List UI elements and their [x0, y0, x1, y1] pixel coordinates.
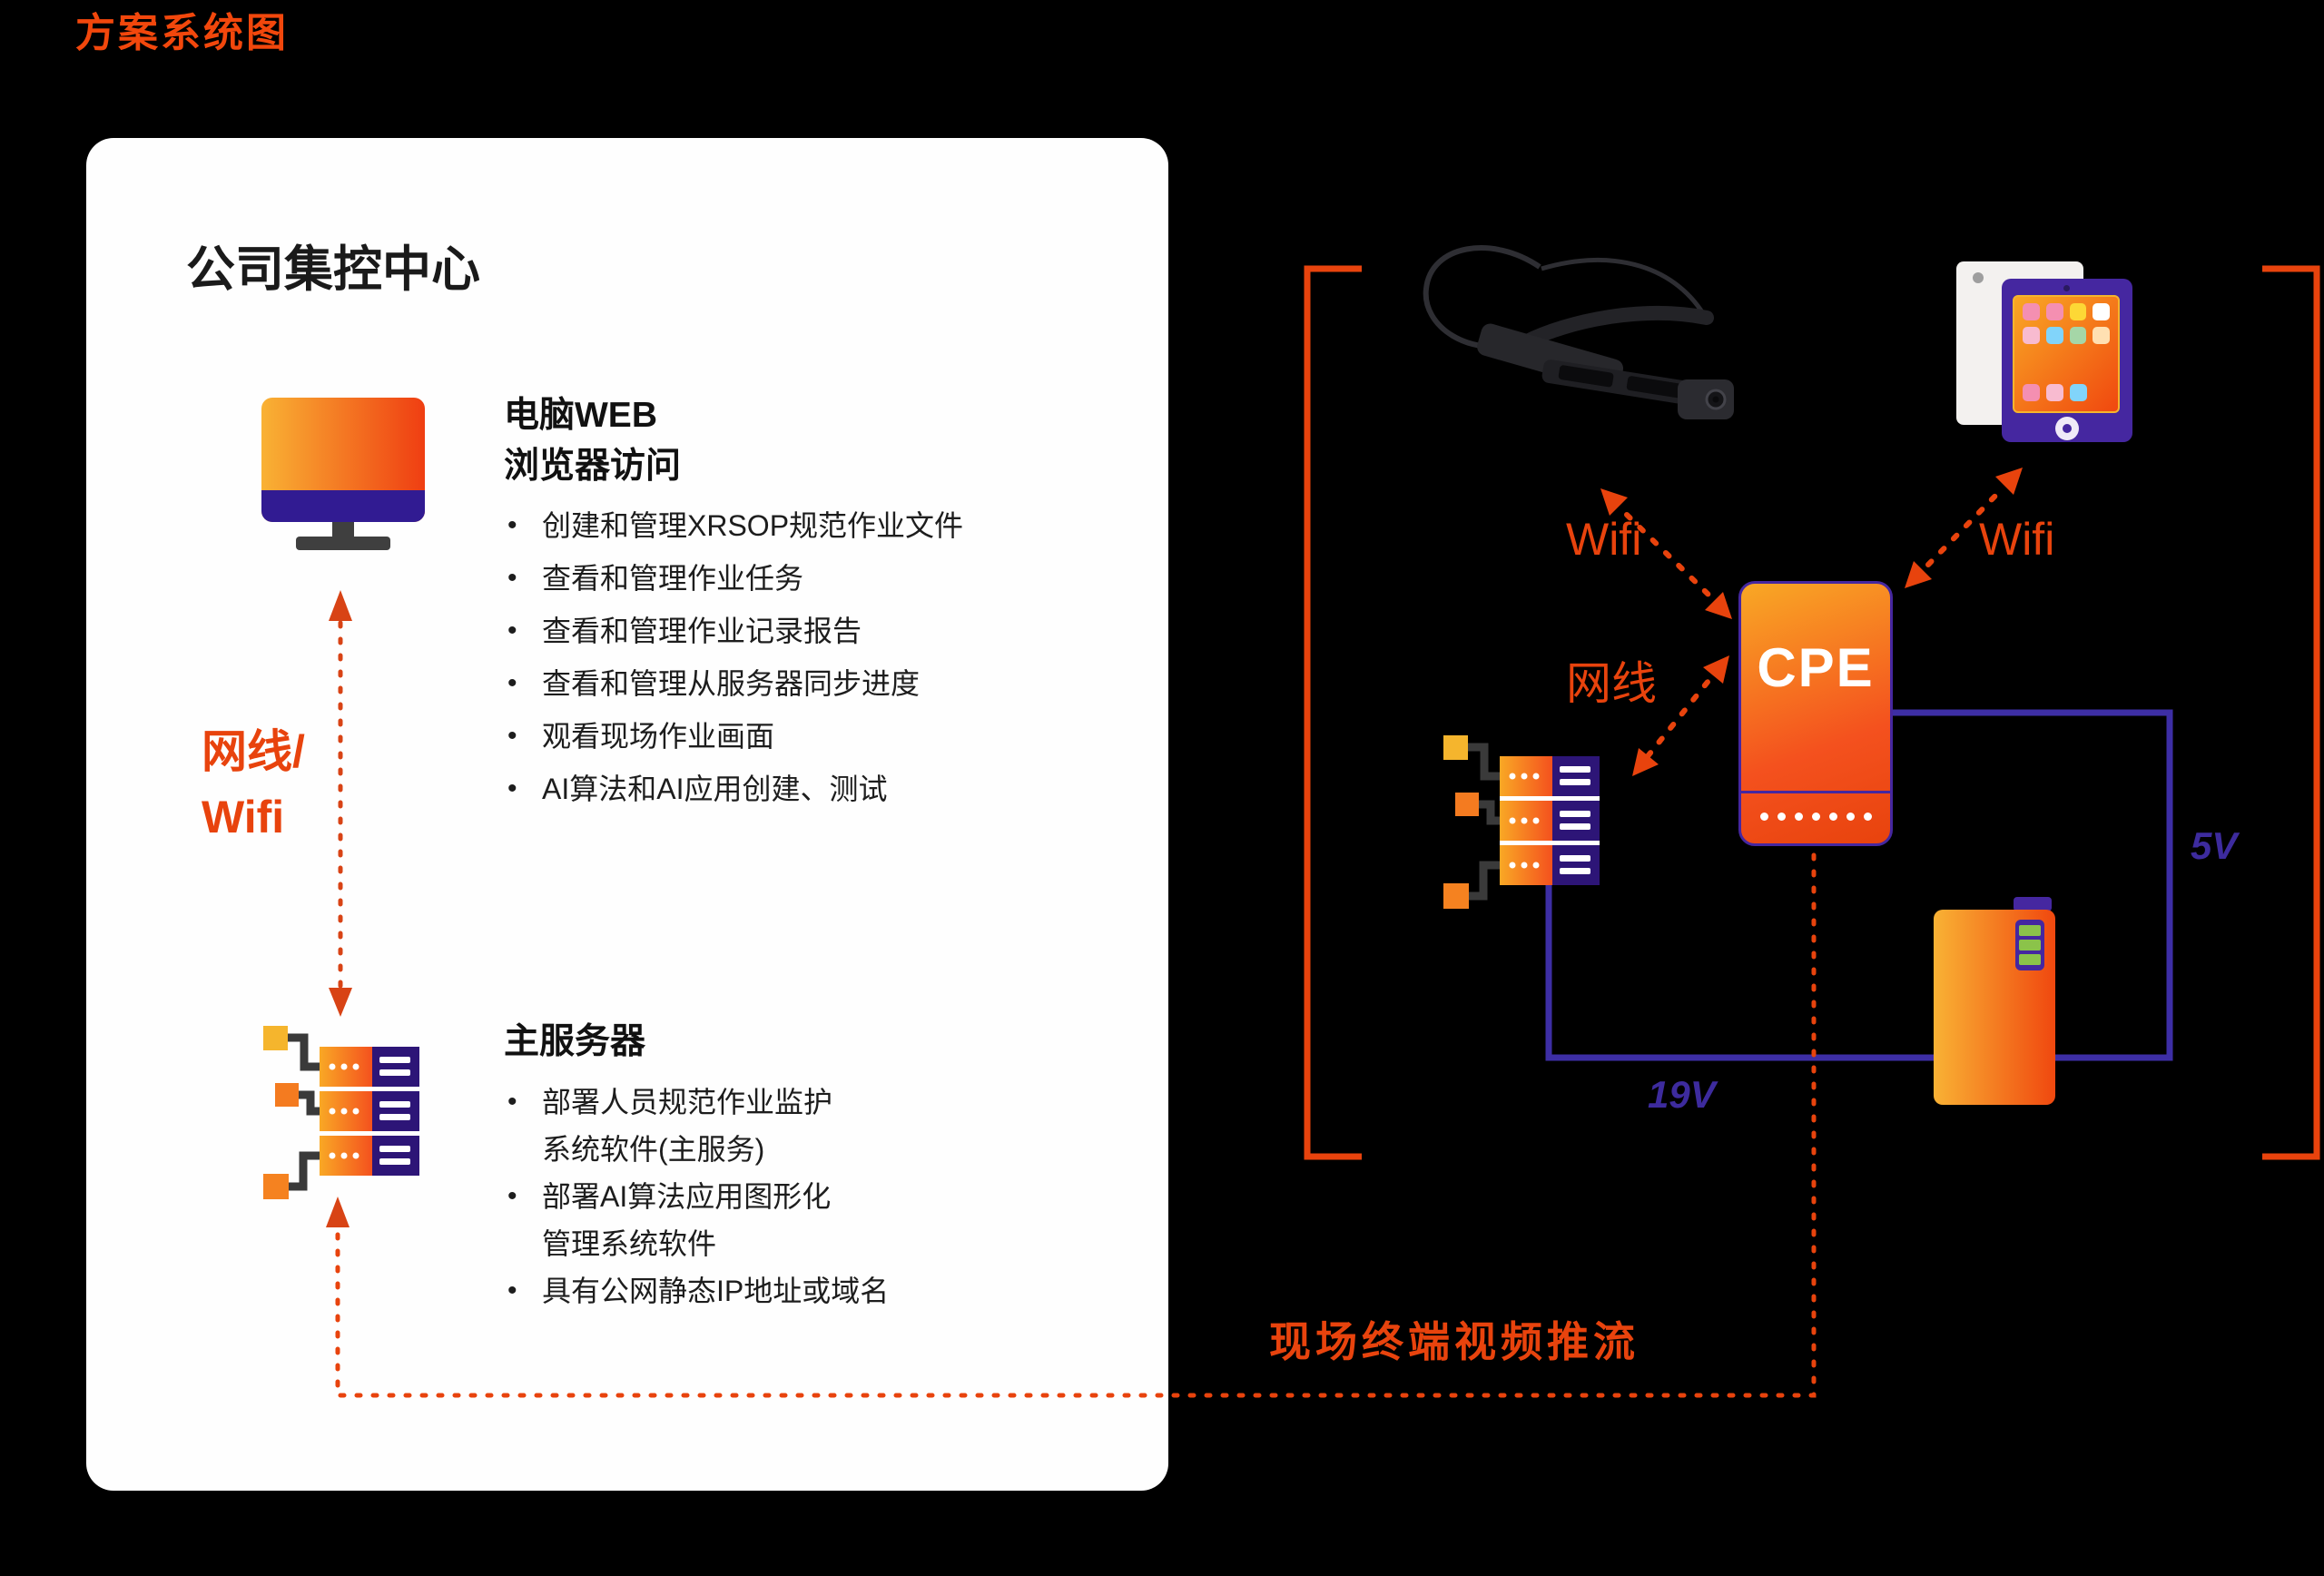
- list-item: 创建和管理XRSOP规范作业文件: [502, 499, 1137, 552]
- left-bracket: [1304, 265, 1362, 1160]
- ethernet-wifi-label: 网线/ Wifi: [202, 719, 305, 850]
- tablet-app-grid: [2023, 327, 2110, 344]
- cpe-router: CPE: [1738, 581, 1893, 846]
- power-5v-label: 5V: [2191, 824, 2238, 867]
- purple-circuit-line: [1545, 709, 2173, 1061]
- list-item-text: AI算法和AI应用创建、测试: [542, 773, 888, 805]
- ar-glasses-icon: [1423, 245, 1734, 419]
- web-access-heading: 电脑WEB 浏览器访问: [504, 390, 681, 492]
- tablet-home-button: [2055, 417, 2079, 440]
- list-item-text: 部署人员规范作业监护: [542, 1086, 833, 1118]
- stream-label: 现场终端视频推流: [1269, 1318, 1640, 1365]
- cpe-label: CPE: [1757, 637, 1875, 698]
- tablet-camera-dot: [2063, 285, 2070, 291]
- list-item: 具有公网静态IP地址或域名: [502, 1267, 1156, 1315]
- list-item-text: 具有公网静态IP地址或域名: [542, 1275, 890, 1307]
- ethernet-label: 网线: [1566, 658, 1657, 709]
- list-item-text: 系统软件(主服务): [542, 1133, 765, 1166]
- cpe-separator: [1741, 791, 1890, 793]
- monitor-server-arrow: [329, 590, 352, 1017]
- battery-indicator-icon: [2015, 920, 2044, 970]
- list-item-text: 查看和管理作业记录报告: [542, 615, 862, 647]
- wifi-right-label: Wifi: [1979, 514, 2055, 565]
- list-item: 查看和管理作业记录报告: [502, 605, 1137, 657]
- power-bank-icon: [1934, 897, 2061, 1106]
- control-center-title: 公司集控中心: [186, 242, 480, 297]
- list-item: 查看和管理作业任务: [502, 552, 1137, 605]
- server-feature-list: 部署人员规范作业监护 系统软件(主服务) 部署AI算法应用图形化 管理系统软件 …: [502, 1079, 1156, 1315]
- power-19v-label: 19V: [1648, 1073, 1716, 1116]
- tablet-icon: [1956, 259, 2147, 449]
- server-icon: [263, 1026, 419, 1199]
- list-item: 部署AI算法应用图形化 管理系统软件: [502, 1173, 1156, 1267]
- card-dot: [1973, 272, 1984, 283]
- wifi-left-label: Wifi: [1566, 514, 1642, 565]
- power-bank-tab: [2014, 897, 2052, 911]
- web-heading-line2: 浏览器访问: [504, 447, 682, 486]
- list-item-text: 查看和管理作业任务: [542, 562, 804, 595]
- page-title: 方案系统图: [75, 11, 289, 55]
- ethernet-wifi-label-line2: Wifi: [202, 792, 285, 842]
- list-item: AI算法和AI应用创建、测试: [502, 763, 1137, 815]
- list-item: 查看和管理从服务器同步进度: [502, 657, 1137, 710]
- list-item: 部署人员规范作业监护 系统软件(主服务): [502, 1079, 1156, 1173]
- monitor-icon: [261, 398, 425, 550]
- wifi-left-arrow: [1600, 488, 1732, 619]
- list-item-text: 查看和管理从服务器同步进度: [542, 667, 921, 700]
- ethernet-arrow: [1632, 655, 1729, 776]
- control-center-card: 公司集控中心 电脑WEB 浏览器访问 创建和管理XRSOP规范作业文件 查看和管…: [86, 138, 1168, 1491]
- web-heading-line1: 电脑WEB: [504, 396, 657, 435]
- tablet-body: [2002, 279, 2132, 442]
- list-item-text: 创建和管理XRSOP规范作业文件: [542, 509, 964, 542]
- web-feature-list: 创建和管理XRSOP规范作业文件 查看和管理作业任务 查看和管理作业记录报告 查…: [502, 499, 1137, 815]
- tablet-screen: [2013, 295, 2120, 413]
- cpe-ports: [1741, 813, 1890, 821]
- list-item-text: 观看现场作业画面: [542, 720, 775, 753]
- ethernet-wifi-label-line1: 网线/: [202, 726, 305, 777]
- tablet-app-grid: [2023, 384, 2110, 401]
- video-stream-dotted-path: [326, 852, 1817, 1398]
- field-server-icon: [1443, 735, 1600, 909]
- wifi-right-arrow: [1905, 468, 2023, 588]
- list-item-text: 部署AI算法应用图形化: [542, 1180, 832, 1213]
- list-item-text: 管理系统软件: [542, 1227, 717, 1260]
- tablet-app-grid: [2023, 303, 2110, 320]
- main-server-heading: 主服务器: [504, 1022, 646, 1061]
- right-bracket: [2262, 265, 2320, 1160]
- list-item: 观看现场作业画面: [502, 710, 1137, 763]
